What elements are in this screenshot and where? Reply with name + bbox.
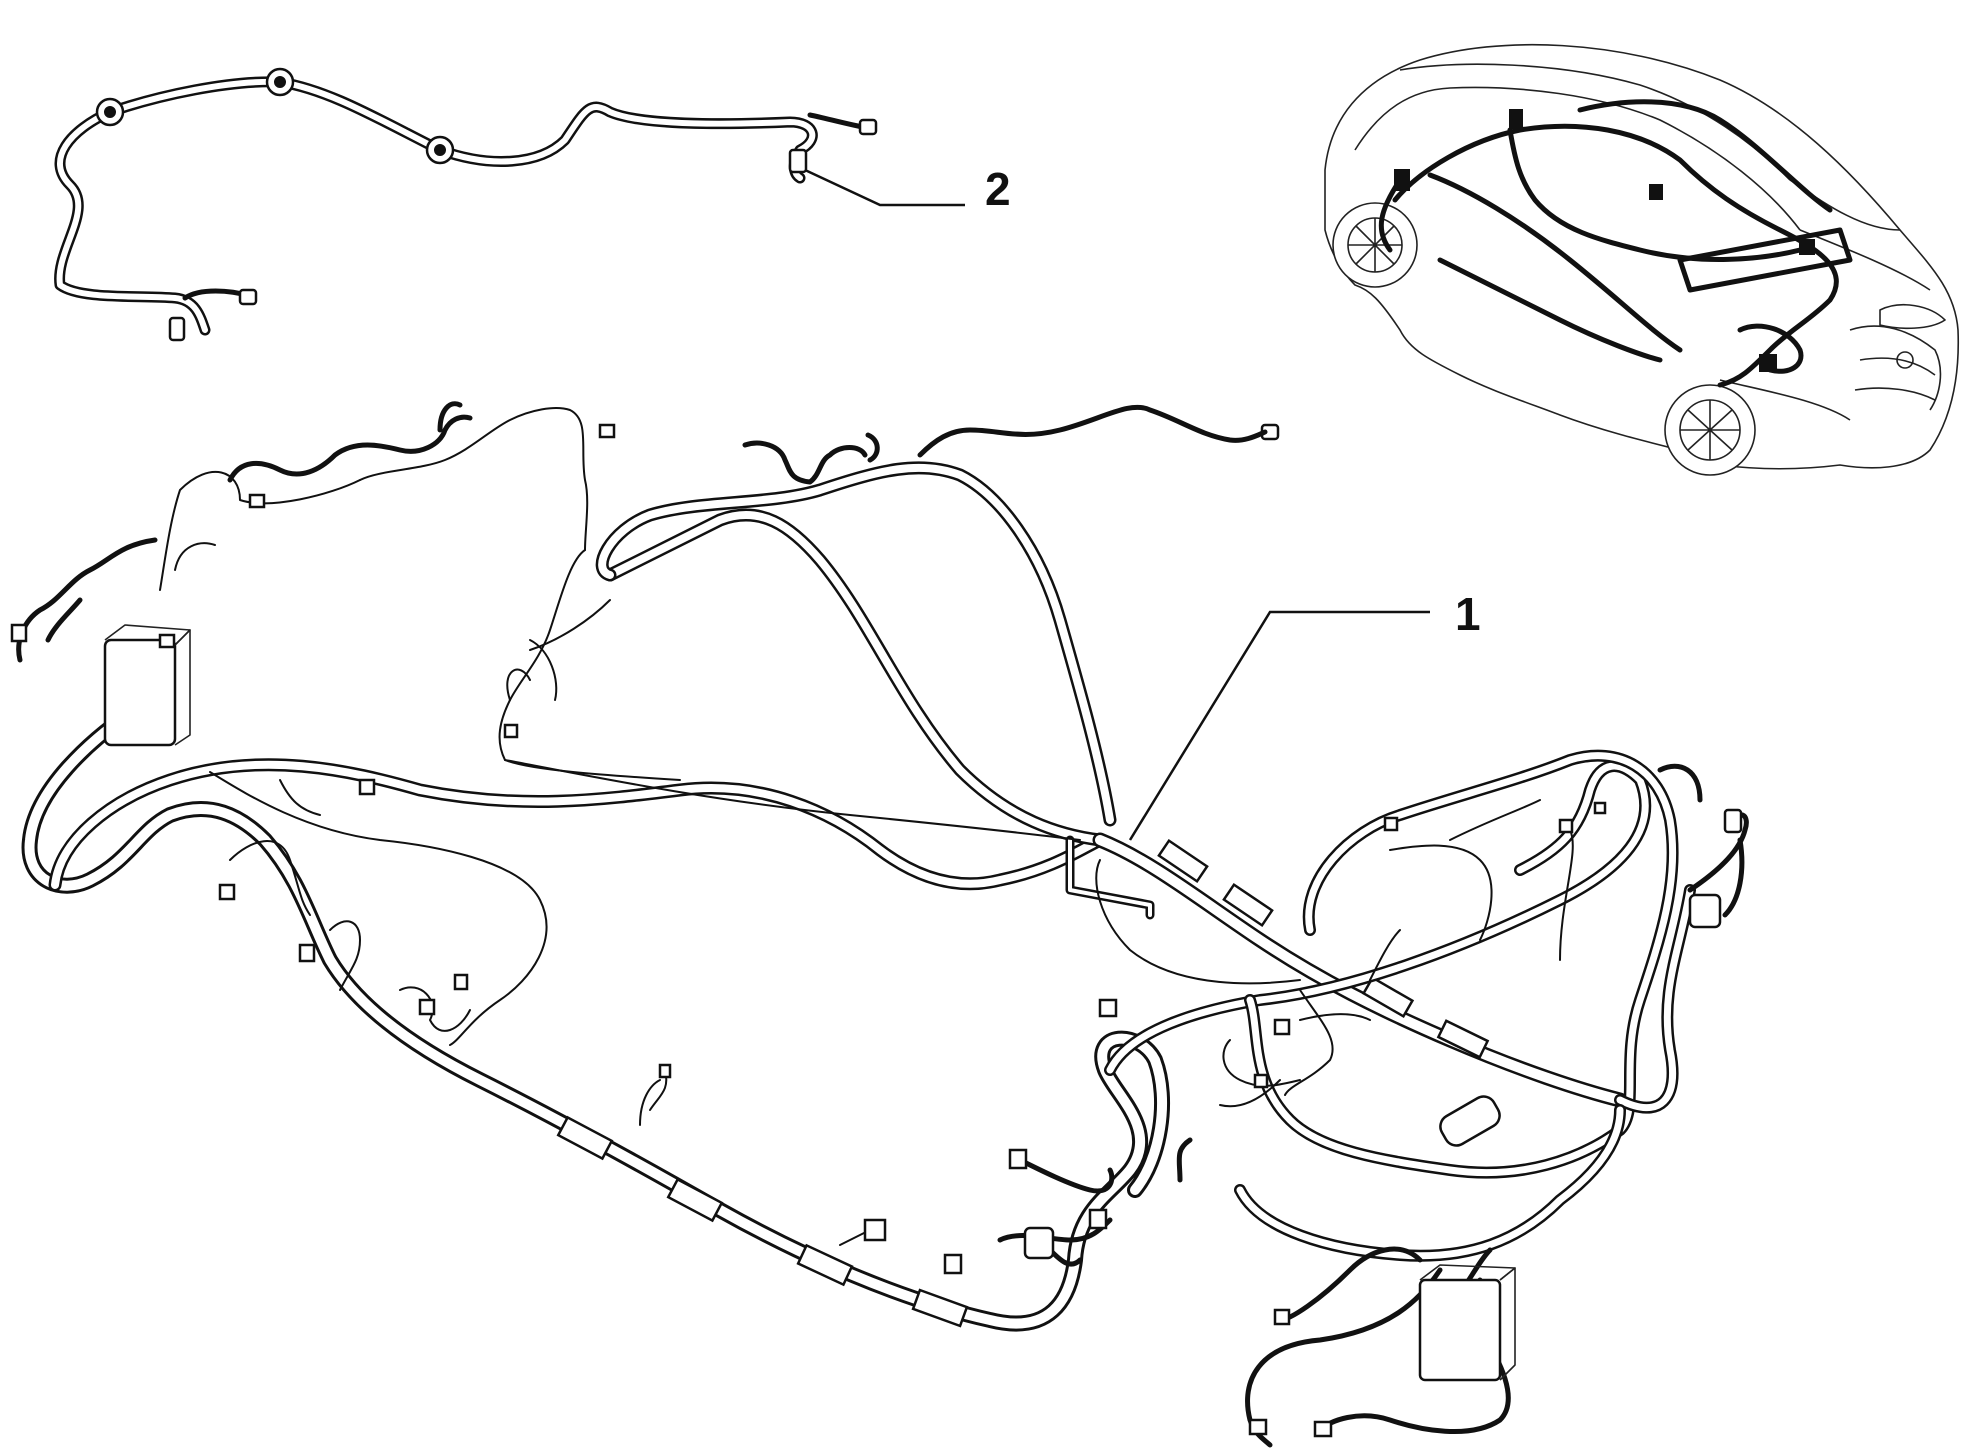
roof-connector-d bbox=[238, 288, 258, 306]
connector-c8 bbox=[943, 1253, 963, 1275]
connector-c23 bbox=[1253, 1073, 1269, 1089]
roof-clip-3 bbox=[425, 135, 455, 165]
connector-c21 bbox=[503, 723, 519, 739]
left-junction-box bbox=[103, 638, 177, 747]
grommet-right bbox=[1688, 893, 1722, 929]
connector-c16 bbox=[1313, 1420, 1333, 1438]
centre-relay bbox=[1439, 1095, 1501, 1147]
vehicle-inset bbox=[1324, 43, 1960, 476]
connector-c15 bbox=[1248, 1418, 1268, 1436]
trunk-sleeve-2 bbox=[666, 1177, 724, 1223]
connector-c6 bbox=[453, 973, 469, 991]
roof-connector-b bbox=[858, 118, 878, 136]
connector-c3 bbox=[218, 883, 236, 901]
connector-c18 bbox=[248, 493, 266, 509]
roof-harness bbox=[54, 67, 878, 342]
callout-label-2: 2 bbox=[985, 163, 1011, 215]
connector-c19 bbox=[10, 623, 28, 643]
connector-c1 bbox=[158, 633, 176, 649]
connector-c25 bbox=[1558, 818, 1574, 834]
spine-sleeve-2 bbox=[1222, 882, 1274, 928]
connector-c12 bbox=[1098, 998, 1118, 1018]
grommet-lower bbox=[1023, 1226, 1055, 1260]
connector-c13 bbox=[1723, 808, 1743, 834]
connector-c26 bbox=[1593, 801, 1607, 815]
roof-clip-1 bbox=[95, 97, 125, 127]
connector-c4 bbox=[298, 943, 316, 963]
spine-sleeve-4 bbox=[1436, 1019, 1490, 1059]
connector-c10 bbox=[1088, 1208, 1108, 1230]
connector-c24 bbox=[1383, 816, 1399, 832]
spine-sleeve-3 bbox=[1361, 975, 1415, 1019]
roof-clip-2 bbox=[265, 67, 295, 97]
trunk-sleeve-3 bbox=[796, 1243, 854, 1287]
callout-label-1: 1 bbox=[1455, 588, 1481, 640]
spine-sleeve-1 bbox=[1157, 838, 1209, 884]
connector-c20 bbox=[658, 1063, 672, 1079]
right-junction-box bbox=[1418, 1278, 1502, 1382]
connector-c9 bbox=[1008, 1148, 1028, 1170]
callout-leaders bbox=[804, 168, 1430, 841]
connector-c17 bbox=[598, 423, 616, 439]
connector-c14 bbox=[1273, 1308, 1291, 1326]
connector-c7 bbox=[863, 1218, 887, 1242]
roof-connector-c bbox=[168, 316, 186, 342]
main-harness bbox=[10, 401, 1749, 1448]
connector-c11 bbox=[1273, 1018, 1291, 1036]
connector-c5 bbox=[418, 998, 436, 1016]
trunk-sleeve-1 bbox=[556, 1115, 614, 1161]
roof-connector-a bbox=[788, 148, 808, 174]
trunk-sleeve-4 bbox=[911, 1288, 969, 1328]
connector-c2 bbox=[358, 778, 376, 796]
